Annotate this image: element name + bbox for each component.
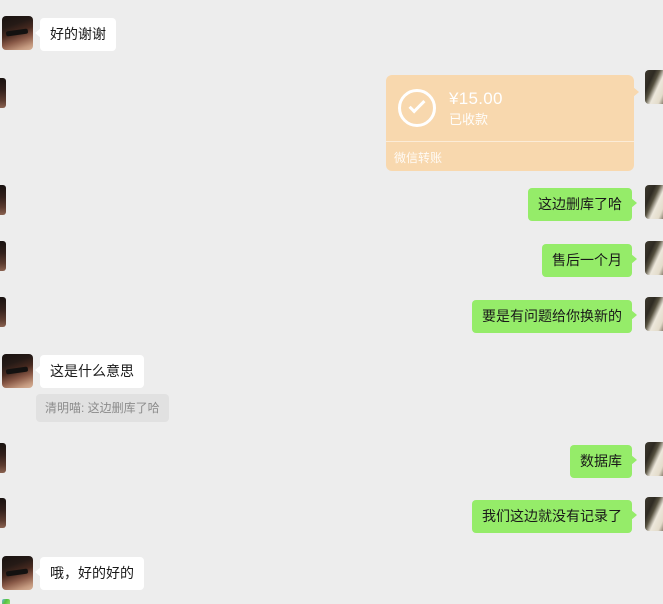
check-circle-icon: [398, 89, 436, 127]
self-avatar[interactable]: [645, 70, 663, 104]
transfer-status: 已收款: [449, 112, 489, 127]
clipped-avatar-left[interactable]: [0, 185, 6, 215]
message-row: 哦，好的好的: [0, 556, 663, 590]
self-avatar[interactable]: [645, 297, 663, 331]
bubble-tail: [35, 567, 41, 577]
message-text: 好的谢谢: [50, 26, 106, 42]
message-text: 售后一个月: [552, 252, 622, 268]
received-bubble[interactable]: 这是什么意思: [35, 355, 144, 388]
message-row: 数据库: [0, 442, 663, 478]
transfer-footer: 微信转账: [386, 141, 634, 171]
clipped-avatar-left[interactable]: [0, 78, 6, 108]
sent-bubble[interactable]: 要是有问题给你换新的: [472, 300, 637, 333]
message-row: 我们这边就没有记录了: [0, 497, 663, 533]
message-text: 数据库: [580, 453, 622, 469]
message-row: 要是有问题给你换新的: [0, 297, 663, 333]
bubble-tail: [631, 254, 637, 264]
bubble-tail: [631, 455, 637, 465]
sent-bubble[interactable]: 我们这边就没有记录了: [472, 500, 637, 533]
transfer-service-label: 微信转账: [394, 151, 443, 165]
transfer-card-main: ¥15.00 已收款: [386, 75, 634, 127]
bubble-tail: [631, 198, 637, 208]
clipped-avatar-bottom[interactable]: [2, 599, 10, 604]
bubble-tail: [631, 310, 637, 320]
self-avatar[interactable]: [645, 241, 663, 275]
message-text: 哦，好的好的: [50, 565, 134, 581]
message-row: 这是什么意思 清明喵: 这边删库了哈: [0, 354, 663, 422]
clipped-avatar-left[interactable]: [0, 498, 6, 528]
contact-avatar[interactable]: [2, 16, 33, 50]
bubble-tail: [633, 87, 639, 97]
clipped-avatar-left[interactable]: [0, 241, 6, 271]
sent-bubble[interactable]: 这边删库了哈: [528, 188, 637, 221]
bubble-tail: [35, 365, 41, 375]
message-text: 要是有问题给你换新的: [482, 308, 622, 324]
message-row: 好的谢谢: [0, 16, 663, 51]
message-row: ¥15.00 已收款 微信转账: [0, 70, 663, 171]
clipped-avatar-left[interactable]: [0, 297, 6, 327]
self-avatar[interactable]: [645, 185, 663, 219]
quoted-message[interactable]: 清明喵: 这边删库了哈: [36, 394, 169, 422]
bubble-tail: [631, 510, 637, 520]
transfer-amount: ¥15.00: [449, 89, 503, 108]
message-text: 我们这边就没有记录了: [482, 508, 622, 524]
message-column: 这是什么意思 清明喵: 这边删库了哈: [33, 354, 169, 422]
received-bubble[interactable]: 哦，好的好的: [35, 557, 144, 590]
transfer-texts: ¥15.00 已收款: [449, 89, 503, 127]
quoted-text: 清明喵: 这边删库了哈: [45, 401, 160, 415]
bubble-tail: [35, 28, 41, 38]
check-icon: [408, 96, 426, 114]
message-row: 售后一个月: [0, 241, 663, 277]
self-avatar[interactable]: [645, 497, 663, 531]
transfer-card[interactable]: ¥15.00 已收款 微信转账: [386, 75, 639, 171]
contact-avatar[interactable]: [2, 354, 33, 388]
message-text: 这边删库了哈: [538, 196, 622, 212]
message-row: 这边删库了哈: [0, 185, 663, 221]
received-bubble[interactable]: 好的谢谢: [35, 18, 116, 51]
clipped-avatar-left[interactable]: [0, 443, 6, 473]
sent-bubble[interactable]: 售后一个月: [542, 244, 637, 277]
message-text: 这是什么意思: [50, 363, 134, 379]
sent-bubble[interactable]: 数据库: [570, 445, 637, 478]
self-avatar[interactable]: [645, 442, 663, 476]
contact-avatar[interactable]: [2, 556, 33, 590]
